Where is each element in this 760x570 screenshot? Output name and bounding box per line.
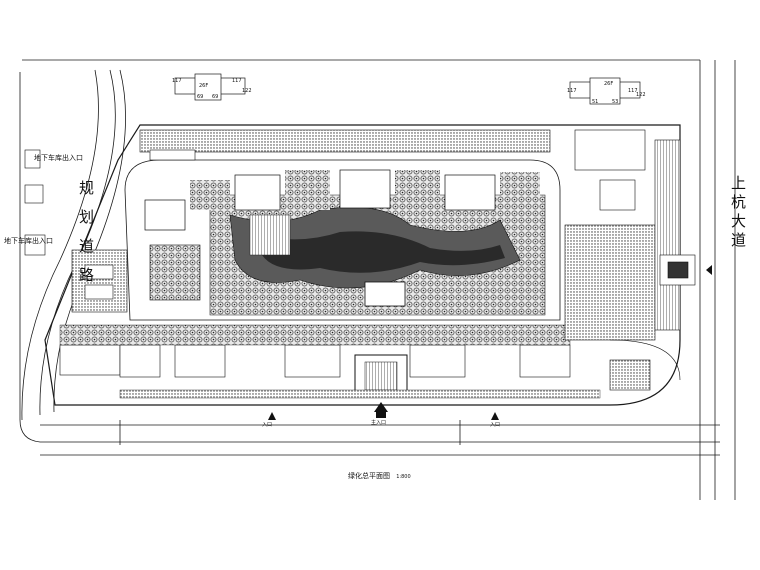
neighbor-left-num-4: 69 — [212, 94, 219, 100]
garden-pavilion — [364, 281, 406, 307]
south-towers — [59, 344, 571, 378]
neighbor-right-num-2: 117 — [628, 88, 638, 94]
east-block — [564, 129, 696, 391]
site-boundary — [44, 124, 681, 406]
neighbor-left-num-1: 117 — [172, 78, 182, 84]
neighbor-left-floors: 26F — [199, 83, 209, 89]
garden-pond-inner — [260, 231, 505, 273]
drawing-scale: 1:800 — [396, 474, 411, 480]
neighbor-right-num-3: 51 — [592, 99, 599, 105]
west-wing — [71, 244, 201, 313]
neighbor-building-right — [569, 77, 641, 105]
neighbor-left-num-5: 122 — [242, 88, 252, 94]
neighbor-building-left — [174, 73, 246, 101]
south-hedge — [119, 389, 601, 399]
north-shed — [149, 149, 196, 161]
internal-road-ring — [124, 159, 561, 321]
main-gate-inner — [364, 361, 398, 391]
drawing-title-text: 绿化总平面图 — [348, 472, 390, 480]
west-road-label: 规划道路 — [77, 180, 95, 296]
entrance-markers — [268, 265, 712, 420]
south-green-strip — [59, 324, 571, 346]
gate-right-label: 入口 — [490, 422, 501, 428]
neighbor-right-num-4: 53 — [612, 99, 619, 105]
gate-main-label: 主入口 — [371, 420, 387, 426]
garage-entry-label-1: 地下车库出入口 — [34, 154, 83, 162]
neighbor-left-num-2: 117 — [232, 78, 242, 84]
gate-left-label: 入口 — [262, 422, 273, 428]
roadside-buildings — [24, 149, 46, 256]
north-towers — [144, 169, 496, 231]
neighbor-right-floors: 26F — [604, 81, 614, 87]
garage-entry-label-2: 地下车库出入口 — [4, 237, 53, 245]
north-building-strip — [139, 129, 551, 153]
drawing-title: 绿化总平面图 1:800 — [348, 471, 411, 481]
north-tower-shadows — [190, 170, 540, 210]
garden-plaza — [249, 214, 291, 256]
neighbor-right-num-5: 122 — [636, 92, 646, 98]
neighbor-left-num-3: 69 — [197, 94, 204, 100]
east-road-label: 上杭大道 — [729, 175, 747, 251]
neighbor-right-num-1: 117 — [567, 88, 577, 94]
